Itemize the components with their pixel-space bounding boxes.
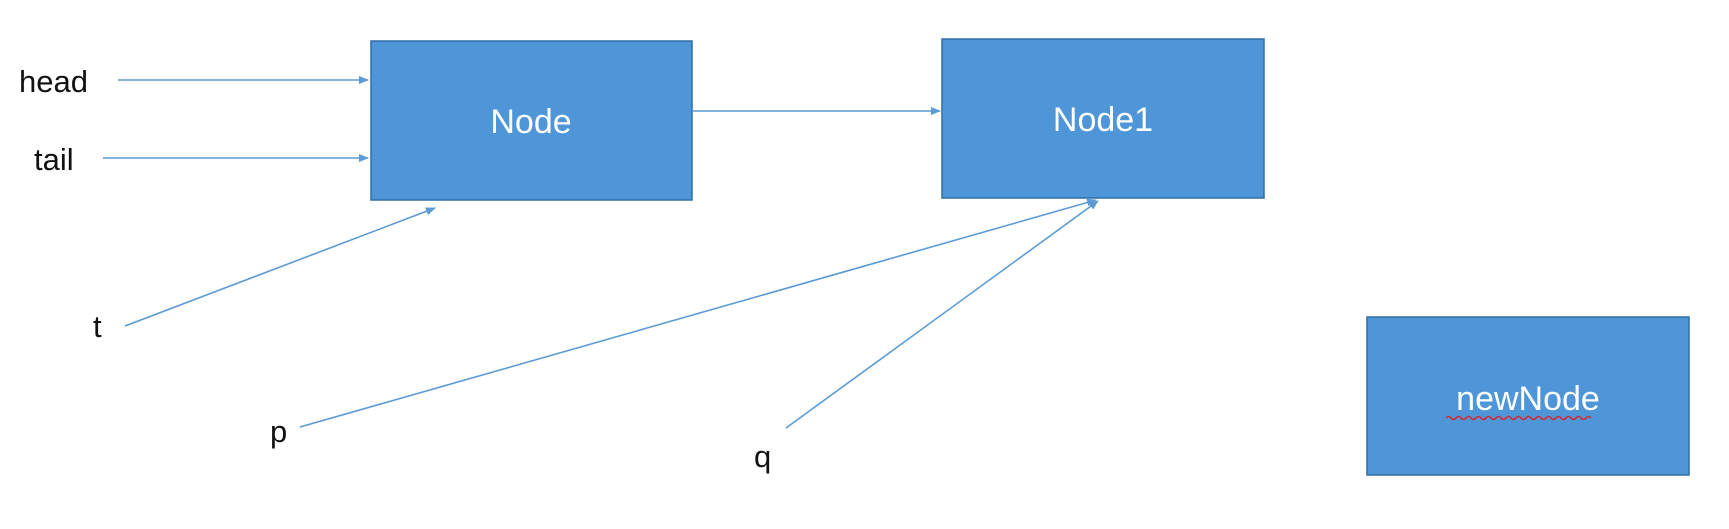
node1-box: Node1: [941, 38, 1265, 199]
arrow-p-to-node1: [299, 198, 1097, 428]
node-label: Node: [490, 103, 571, 141]
q-label: q: [754, 439, 771, 474]
node-box: Node: [370, 40, 693, 201]
new-node-label: newNode: [1456, 380, 1600, 418]
arrow-t-to-node: [124, 207, 436, 327]
head-label: head: [19, 64, 88, 99]
arrow-q-to-node1: [785, 200, 1099, 429]
tail-label: tail: [34, 142, 74, 177]
t-label: t: [93, 309, 102, 344]
spellcheck-underline: [1445, 415, 1592, 421]
p-label: p: [270, 414, 287, 449]
new-node-box: newNode: [1366, 316, 1690, 476]
node1-label: Node1: [1053, 101, 1153, 139]
